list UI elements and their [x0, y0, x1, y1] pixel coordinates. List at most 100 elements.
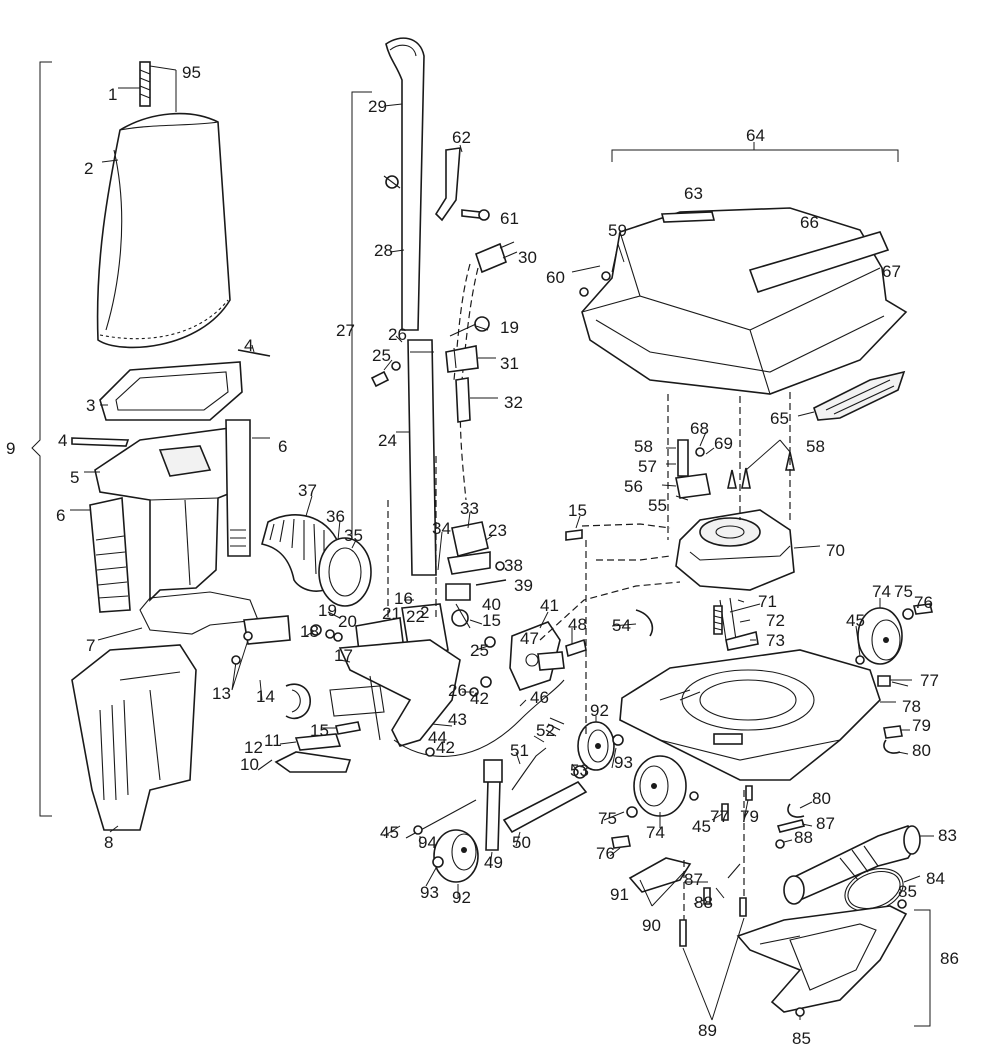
callout-c93a: 93: [614, 753, 633, 772]
hood-assembly: [571, 142, 908, 395]
callout-c40: 40: [482, 595, 501, 614]
handle-base: [305, 603, 461, 747]
callout-c76b: 76: [914, 593, 933, 612]
callout-c47: 47: [520, 629, 539, 648]
callout-c78: 78: [902, 697, 921, 716]
bag-holder: [99, 344, 271, 421]
callout-c65: 65: [770, 409, 789, 428]
bag-housing: [71, 427, 247, 602]
callout-c93b: 93: [420, 883, 439, 902]
callout-c61: 61: [500, 209, 519, 228]
lower-tube: [370, 339, 437, 576]
callout-c21: 21: [382, 604, 401, 623]
callout-c46: 46: [530, 688, 549, 707]
callout-c74b: 74: [872, 582, 891, 601]
callout-c26b: 26: [448, 681, 467, 700]
callout-c11: 11: [264, 731, 282, 750]
callout-c1: 1: [108, 85, 117, 104]
base-hardware: [628, 725, 903, 1021]
callout-c69: 69: [714, 434, 733, 453]
callout-c56: 56: [624, 477, 643, 496]
callout-c64: 64: [746, 126, 765, 145]
side-panel-right: [225, 419, 270, 557]
callout-c16: 16: [394, 589, 413, 608]
callout-c51: 51: [510, 741, 529, 760]
callout-c36: 36: [326, 507, 345, 526]
callout-c90: 90: [642, 916, 661, 935]
alignment-lines: [387, 392, 791, 736]
callout-c18: 18: [300, 622, 319, 641]
callout-c85b: 85: [792, 1029, 811, 1048]
switch: [445, 316, 496, 373]
callout-c50: 50: [512, 833, 531, 852]
callout-c27: 27: [336, 321, 355, 340]
callout-c53: 53: [570, 761, 589, 780]
callout-c80b: 80: [812, 789, 831, 808]
callout-c92b: 92: [452, 888, 471, 907]
callout-c25b: 25: [470, 641, 489, 660]
callout-c22: 22: [406, 607, 425, 626]
handle-tube: [351, 37, 425, 560]
callout-c42a: 42: [470, 689, 489, 708]
front-wheel-right: [855, 598, 933, 687]
callout-c9: 9: [6, 439, 15, 458]
callout-c45c: 45: [846, 611, 865, 630]
callout-c79a: 79: [740, 807, 759, 826]
callout-c63: 63: [684, 184, 703, 203]
callout-c75a: 75: [598, 809, 617, 828]
callout-c75b: 75: [894, 582, 913, 601]
callout-c58a: 58: [634, 437, 653, 456]
brake-arm: [393, 611, 587, 757]
callout-c15b: 15: [310, 721, 329, 740]
callout-c7: 7: [86, 636, 95, 655]
callout-c58b: 58: [806, 437, 825, 456]
rear-wheel-left: [432, 829, 479, 883]
callout-c19b: 19: [318, 601, 337, 620]
callout-c54: 54: [612, 616, 631, 635]
bracket-33: [437, 511, 507, 629]
side-panel-left: [70, 497, 131, 613]
callout-c62: 62: [452, 128, 471, 147]
callout-c37: 37: [298, 481, 317, 500]
callout-c17: 17: [334, 646, 353, 665]
callout-c88b: 88: [794, 828, 813, 847]
callout-c20: 20: [338, 612, 357, 631]
callout-c25a: 25: [372, 346, 391, 365]
callout-c60: 60: [546, 268, 565, 287]
callout-c57: 57: [638, 457, 657, 476]
motor-assembly: [661, 439, 821, 651]
callout-c35: 35: [344, 526, 363, 545]
bracket-assembly-9: [31, 61, 52, 817]
callout-c92a: 92: [590, 701, 609, 720]
callout-c79b: 79: [912, 716, 931, 735]
callout-c86: 86: [940, 949, 959, 968]
callout-c88a: 88: [694, 893, 713, 912]
callout-c44: 44: [428, 728, 447, 747]
callout-c43: 43: [448, 710, 467, 729]
dirt-cup: [71, 644, 197, 833]
callout-c72: 72: [766, 611, 785, 630]
callout-c39: 39: [514, 576, 533, 595]
callout-c85a: 85: [898, 882, 917, 901]
callout-c8: 8: [104, 833, 113, 852]
base-housing: [619, 649, 896, 781]
leader-lines: [327, 325, 910, 905]
callout-c73: 73: [766, 631, 785, 650]
callout-c87b: 87: [816, 814, 835, 833]
callout-c49: 49: [484, 853, 503, 872]
dust-bag: [96, 61, 231, 349]
callout-c5: 5: [70, 468, 79, 487]
callout-c23: 23: [488, 521, 507, 540]
callout-c71: 71: [758, 592, 777, 611]
callout-c4a: 4: [244, 336, 253, 355]
callout-c14: 14: [256, 687, 275, 706]
callout-c94: 94: [418, 833, 437, 852]
callout-c41: 41: [540, 596, 559, 615]
cord-hook: [434, 144, 490, 222]
callout-c42b: 42: [436, 738, 455, 757]
callout-c3: 3: [86, 396, 95, 415]
callout-c87a: 87: [684, 870, 703, 889]
callout-c55: 55: [648, 496, 667, 515]
callout-c95: 95: [182, 63, 201, 82]
